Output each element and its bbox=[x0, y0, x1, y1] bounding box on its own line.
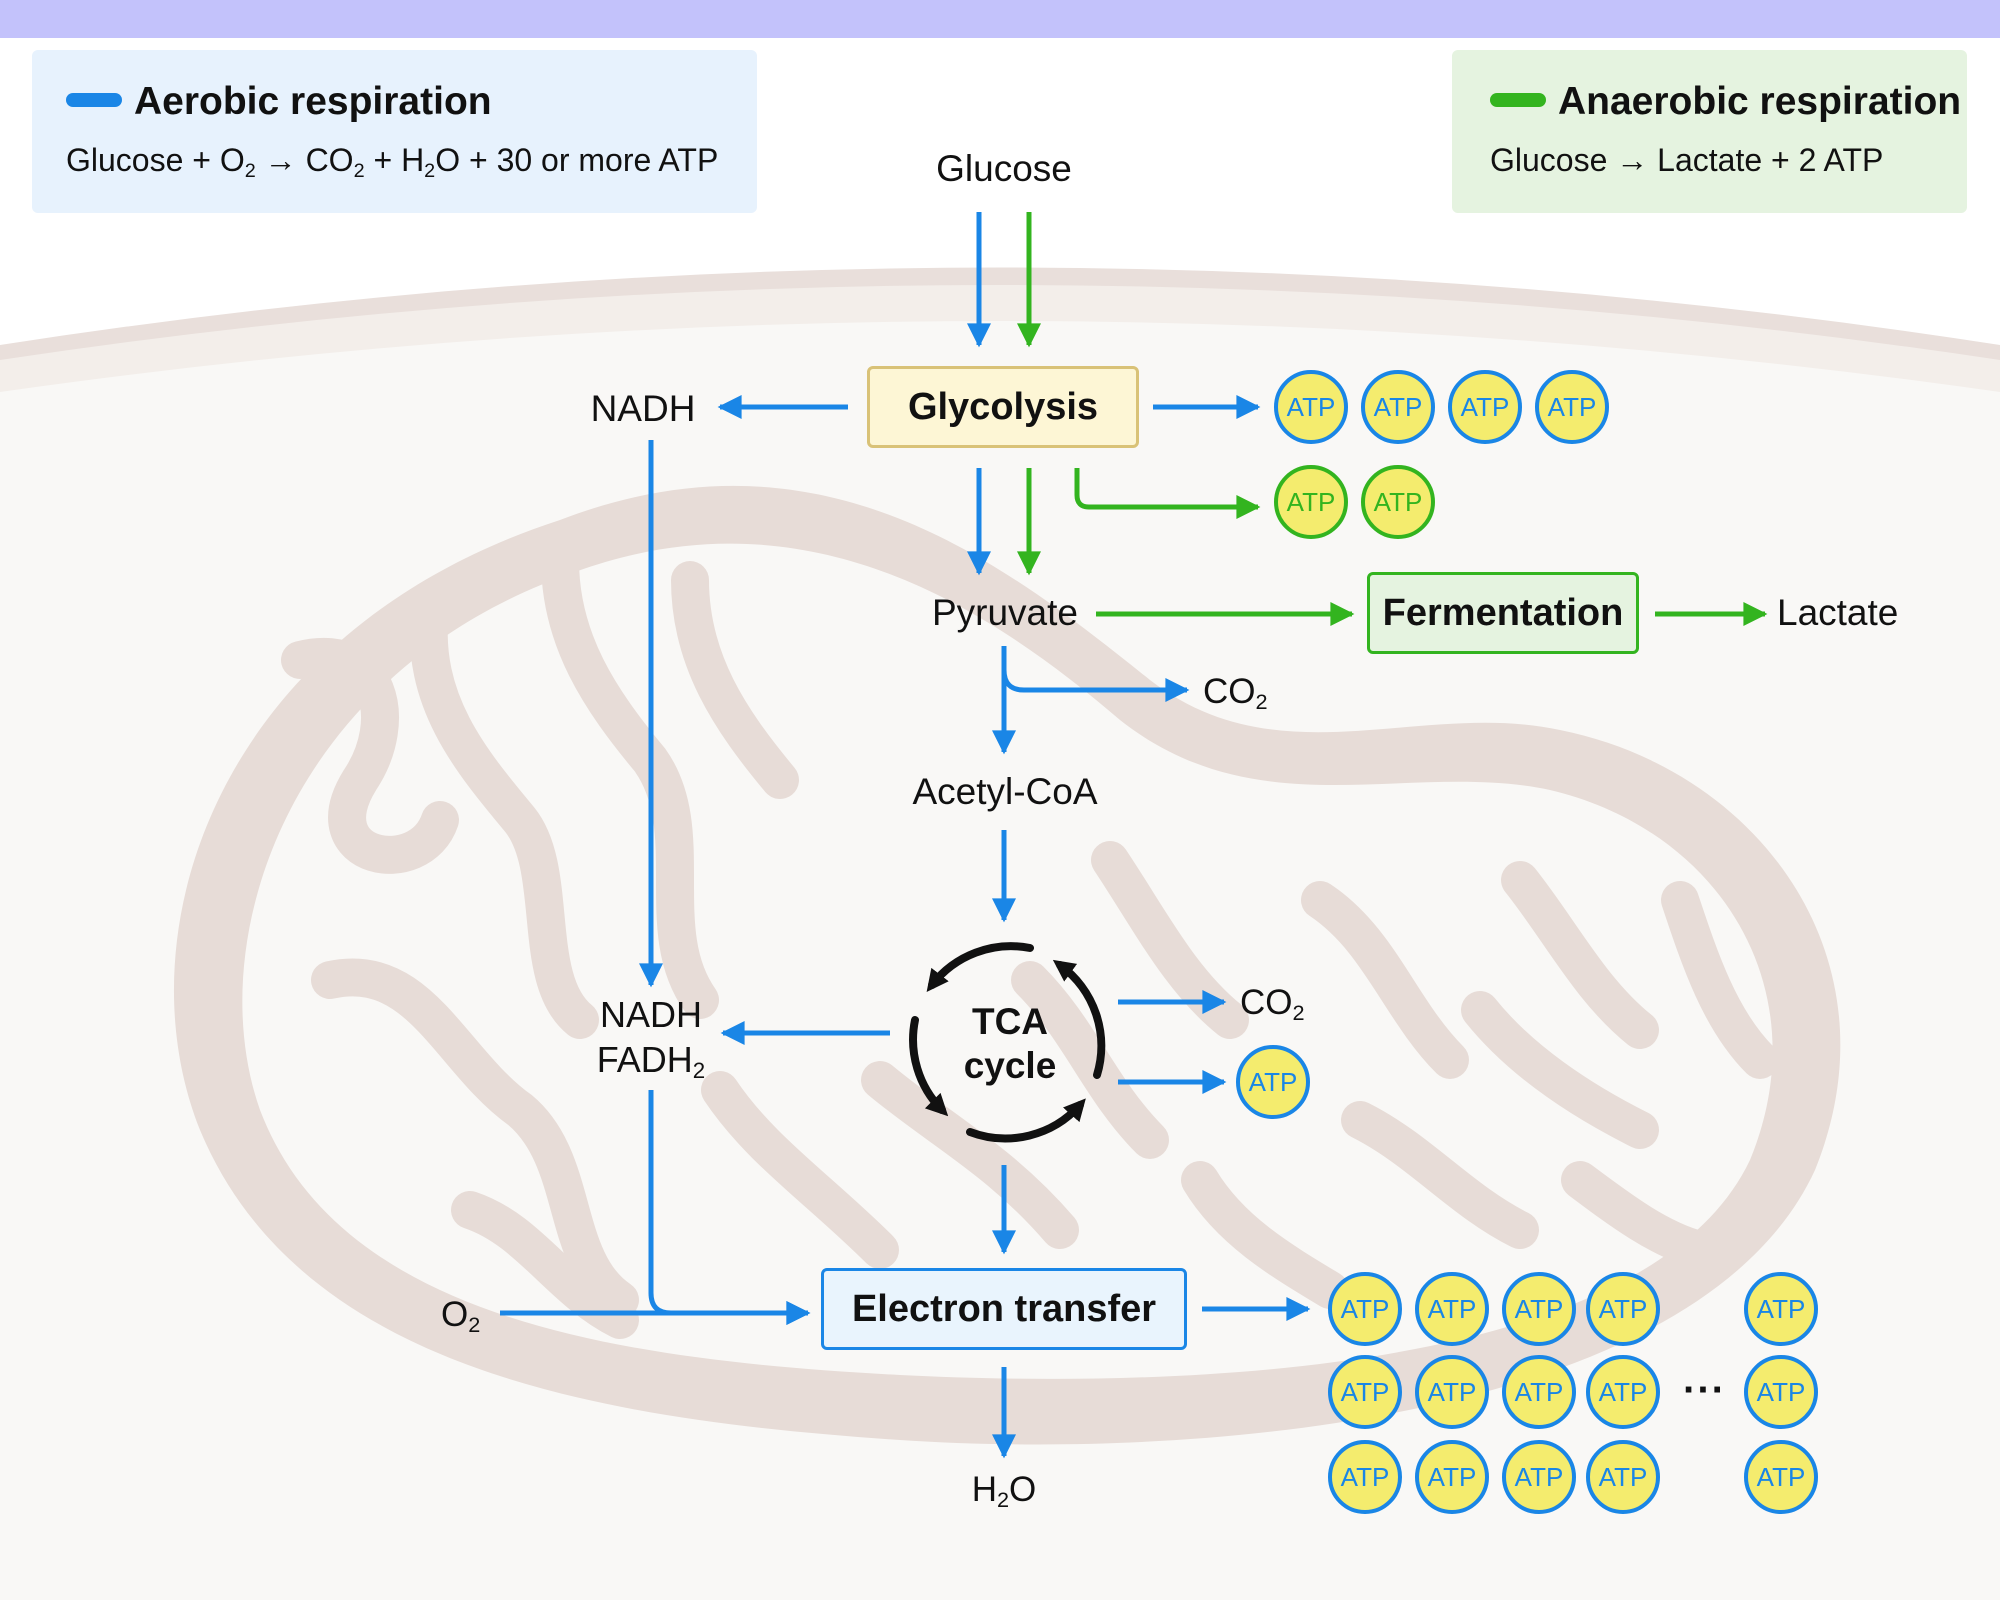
atp-et-r2-5: ATP bbox=[1744, 1355, 1818, 1429]
arrow-pyruvate-co2 bbox=[1001, 669, 1190, 702]
legend-aerobic-swatch bbox=[66, 93, 122, 107]
atp-et-r2-4: ATP bbox=[1586, 1355, 1660, 1429]
fermentation-label: Fermentation bbox=[1382, 591, 1624, 634]
top-band bbox=[0, 0, 2000, 38]
atp-anaerobic-2: ATP bbox=[1361, 465, 1435, 539]
legend-anaerobic-equation: Glucose → Lactate + 2 ATP bbox=[1490, 142, 1884, 178]
fadh2-label: FADH2 bbox=[596, 1039, 706, 1084]
legend-anaerobic-swatch bbox=[1490, 93, 1546, 107]
glucose-label: Glucose bbox=[936, 148, 1072, 189]
h2o-label: H2O bbox=[971, 1470, 1037, 1513]
tca-cycle-arrows bbox=[909, 942, 1106, 1143]
legend-anaerobic-title: Anaerobic respiration bbox=[1558, 80, 1962, 123]
electron-transfer-label: Electron transfer bbox=[851, 1287, 1157, 1330]
atp-et-r1-5: ATP bbox=[1744, 1272, 1818, 1346]
glycolysis-box: Glycolysis bbox=[867, 366, 1139, 448]
atp-tca-1: ATP bbox=[1236, 1045, 1310, 1119]
atp-et-r1-4: ATP bbox=[1586, 1272, 1660, 1346]
atp-et-r1-1: ATP bbox=[1328, 1272, 1402, 1346]
o2-label: O2 bbox=[441, 1295, 481, 1338]
acetyl-coa-label: Acetyl-CoA bbox=[912, 771, 1098, 812]
atp-et-r3-2: ATP bbox=[1415, 1440, 1489, 1514]
legend-anaerobic: Anaerobic respiration Glucose → Lactate … bbox=[1452, 50, 1967, 213]
atp-et-r1-3: ATP bbox=[1502, 1272, 1576, 1346]
atp-glycolysis-4: ATP bbox=[1535, 370, 1609, 444]
atp-et-r3-4: ATP bbox=[1586, 1440, 1660, 1514]
pyruvate-label: Pyruvate bbox=[931, 592, 1078, 633]
atp-et-r2-3: ATP bbox=[1502, 1355, 1576, 1429]
atp-glycolysis-2: ATP bbox=[1361, 370, 1435, 444]
legend-aerobic: Aerobic respiration Glucose + O2 → CO2 +… bbox=[32, 50, 757, 213]
atp-ellipsis: ··· bbox=[1683, 1368, 1726, 1412]
legend-aerobic-title: Aerobic respiration bbox=[134, 80, 492, 123]
atp-et-r2-2: ATP bbox=[1415, 1355, 1489, 1429]
glycolysis-label: Glycolysis bbox=[907, 385, 1099, 428]
atp-et-r2-1: ATP bbox=[1328, 1355, 1402, 1429]
arrow-glycolysis-atp-anaerobic bbox=[1074, 468, 1261, 519]
anaerobic-arrows bbox=[1017, 212, 1768, 626]
electron-transfer-box: Electron transfer bbox=[821, 1268, 1187, 1350]
atp-et-r3-1: ATP bbox=[1328, 1440, 1402, 1514]
fermentation-box: Fermentation bbox=[1367, 572, 1639, 654]
atp-anaerobic-1: ATP bbox=[1274, 465, 1348, 539]
atp-et-r1-2: ATP bbox=[1415, 1272, 1489, 1346]
cristae bbox=[281, 541, 1779, 1339]
atp-glycolysis-3: ATP bbox=[1448, 370, 1522, 444]
co2-tca-label: CO2 bbox=[1240, 983, 1305, 1026]
atp-et-r3-3: ATP bbox=[1502, 1440, 1576, 1514]
co2-pyruvate-label: CO2 bbox=[1203, 672, 1268, 715]
atp-et-r3-5: ATP bbox=[1744, 1440, 1818, 1514]
mitochondrion bbox=[173, 485, 1841, 1445]
atp-glycolysis-1: ATP bbox=[1274, 370, 1348, 444]
nadh-bottom-label: NADH bbox=[599, 994, 702, 1035]
lactate-label: Lactate bbox=[1777, 592, 1899, 633]
nadh-top-label: NADH bbox=[590, 388, 696, 429]
aerobic-arrows bbox=[500, 212, 1311, 1459]
legend-aerobic-equation: Glucose + O2 → CO2 + H2O + 30 or more AT… bbox=[66, 142, 719, 182]
